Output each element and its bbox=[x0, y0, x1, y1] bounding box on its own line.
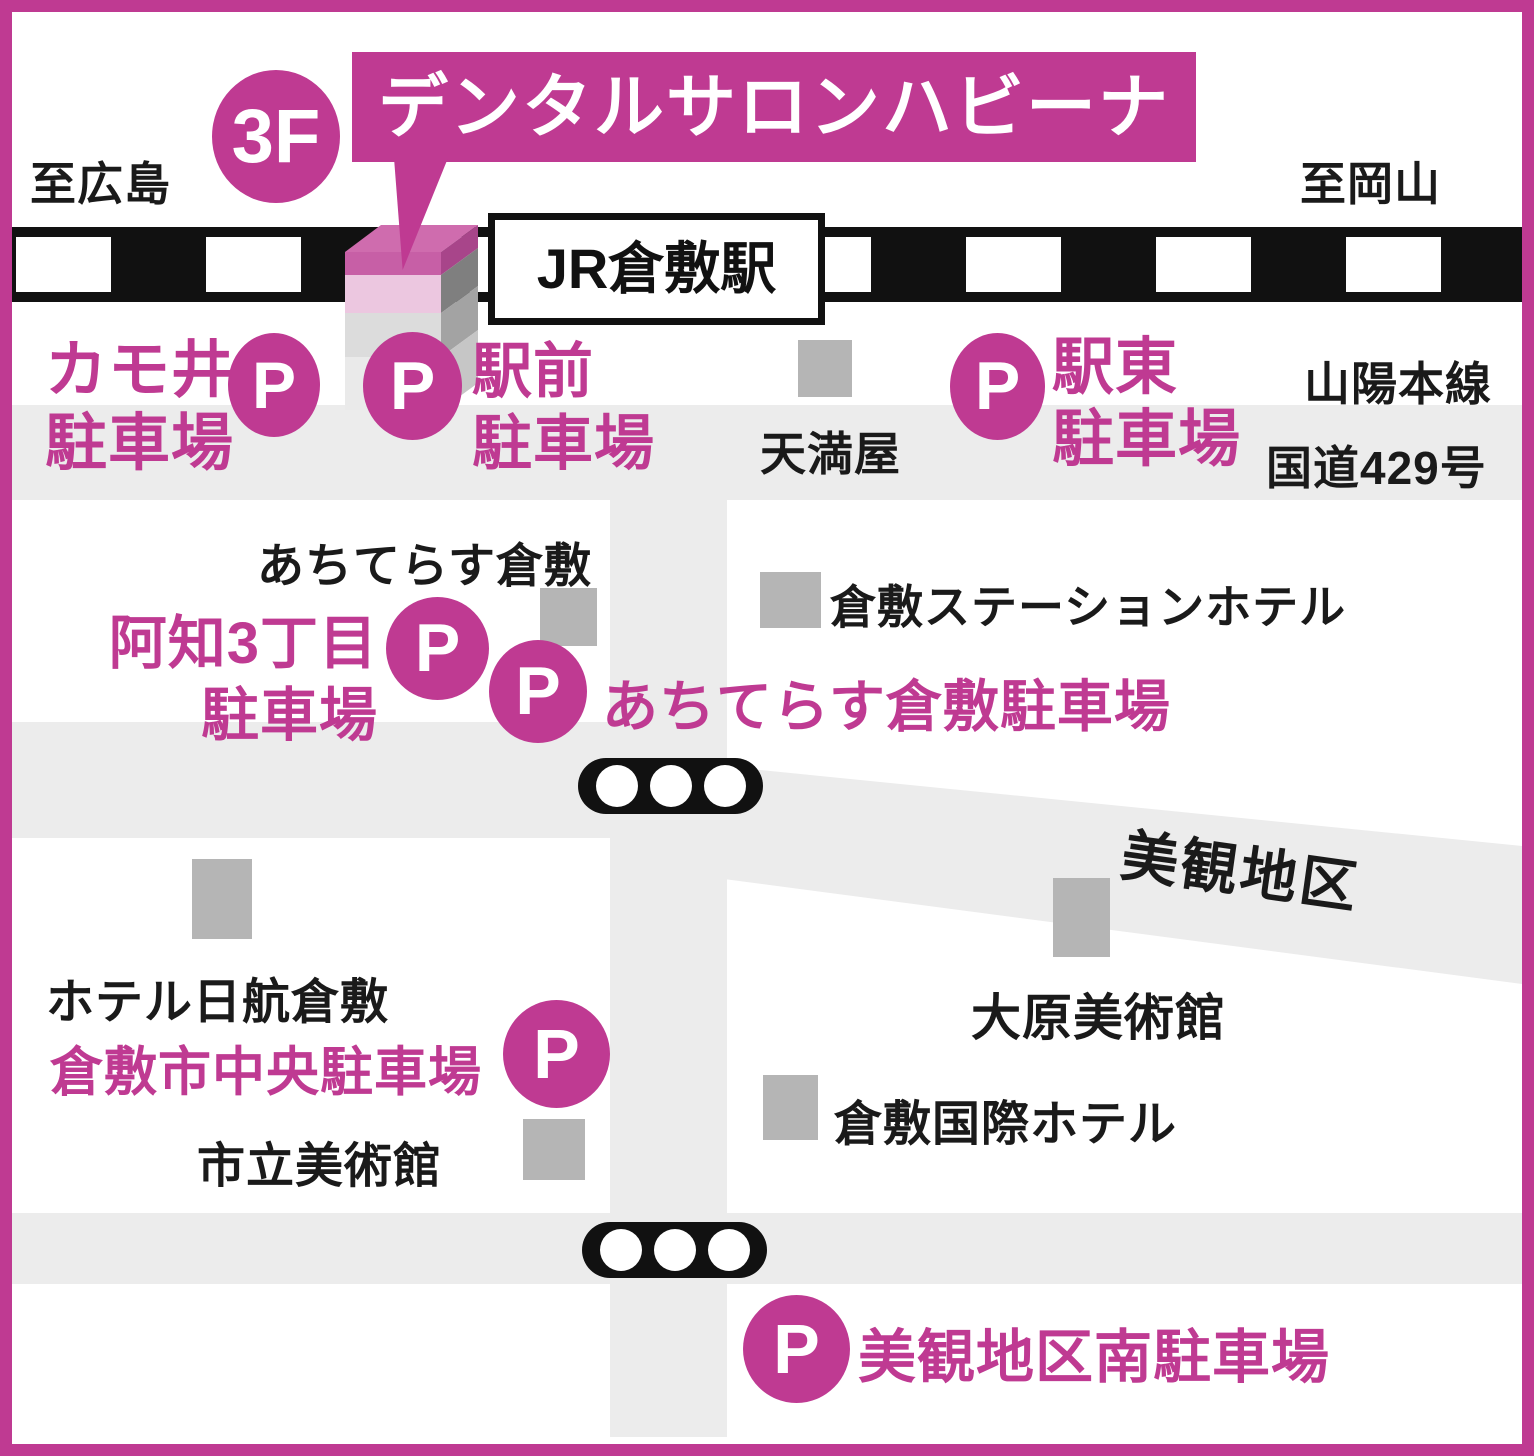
city-museum-square bbox=[523, 1119, 585, 1180]
label-achiterasu-parking: あちてらす倉敷駐車場 bbox=[602, 675, 1171, 738]
p-icon-achiterasu: P bbox=[489, 640, 587, 743]
clinic-title-banner: デンタルサロンハビーナ bbox=[352, 52, 1196, 162]
traffic-light-lamp bbox=[707, 1229, 750, 1271]
p-icon-ekihigashi: P bbox=[950, 333, 1045, 440]
label-station-hotel: 倉敷ステーションホテル bbox=[830, 581, 1347, 633]
traffic-light-lamp bbox=[595, 765, 638, 807]
jr-station-box: JR倉敷駅 bbox=[488, 213, 825, 325]
road-vertical-center bbox=[610, 500, 727, 1437]
label-tenmaya: 天満屋 bbox=[760, 428, 901, 480]
traffic-light-lamp bbox=[599, 1229, 642, 1271]
p-icon-kamoi: P bbox=[228, 333, 320, 437]
label-chuo-parking: 倉敷市中央駐車場 bbox=[50, 1043, 482, 1102]
traffic-light-lamp bbox=[649, 765, 692, 807]
label-city-museum: 市立美術館 bbox=[197, 1140, 443, 1193]
traffic-light-lamp bbox=[703, 765, 746, 807]
road-horizontal-south bbox=[12, 1213, 1522, 1284]
p-icon-ekimae: P bbox=[363, 332, 462, 440]
achiterasu-square bbox=[540, 588, 597, 646]
label-kokusai-hotel: 倉敷国際ホテル bbox=[834, 1098, 1178, 1151]
floor-badge: 3F bbox=[212, 70, 340, 203]
hotel-nikko-square bbox=[192, 859, 252, 939]
tenmaya-square bbox=[798, 340, 852, 397]
label-ekimae-parking: 駅前 駐車場 bbox=[472, 338, 655, 477]
kokusai-hotel-square bbox=[763, 1075, 818, 1140]
road-diagonal-bikan bbox=[640, 758, 1522, 984]
label-achiterasu: あちてらす倉敷 bbox=[257, 539, 593, 592]
p-icon-bikan-south: P bbox=[743, 1295, 850, 1403]
label-hotel-nikko: ホテル日航倉敷 bbox=[46, 976, 390, 1029]
label-bikan-south-parking: 美観地区南駐車場 bbox=[858, 1325, 1331, 1390]
traffic-light-south bbox=[582, 1222, 767, 1278]
label-route-429: 国道429号 bbox=[1266, 442, 1487, 494]
ohara-museum-square bbox=[1053, 878, 1110, 957]
label-sanyo-line: 山陽本線 bbox=[1304, 358, 1492, 410]
p-icon-achi3: P bbox=[386, 597, 489, 700]
p-icon-chuo: P bbox=[503, 1000, 610, 1108]
label-ekihigashi-parking: 駅東 駐車場 bbox=[1052, 333, 1242, 474]
label-kamoi-parking: カモ井 駐車場 bbox=[44, 336, 234, 478]
label-achi3-parking: 阿知3丁目 駐車場 bbox=[108, 611, 378, 748]
direction-okayama: 至岡山 bbox=[1300, 158, 1441, 210]
traffic-light-lamp bbox=[653, 1229, 696, 1271]
station-hotel-square bbox=[760, 572, 821, 628]
traffic-light-north bbox=[578, 758, 763, 814]
direction-hiroshima: 至広島 bbox=[30, 158, 171, 210]
label-ohara-museum: 大原美術館 bbox=[971, 990, 1226, 1046]
